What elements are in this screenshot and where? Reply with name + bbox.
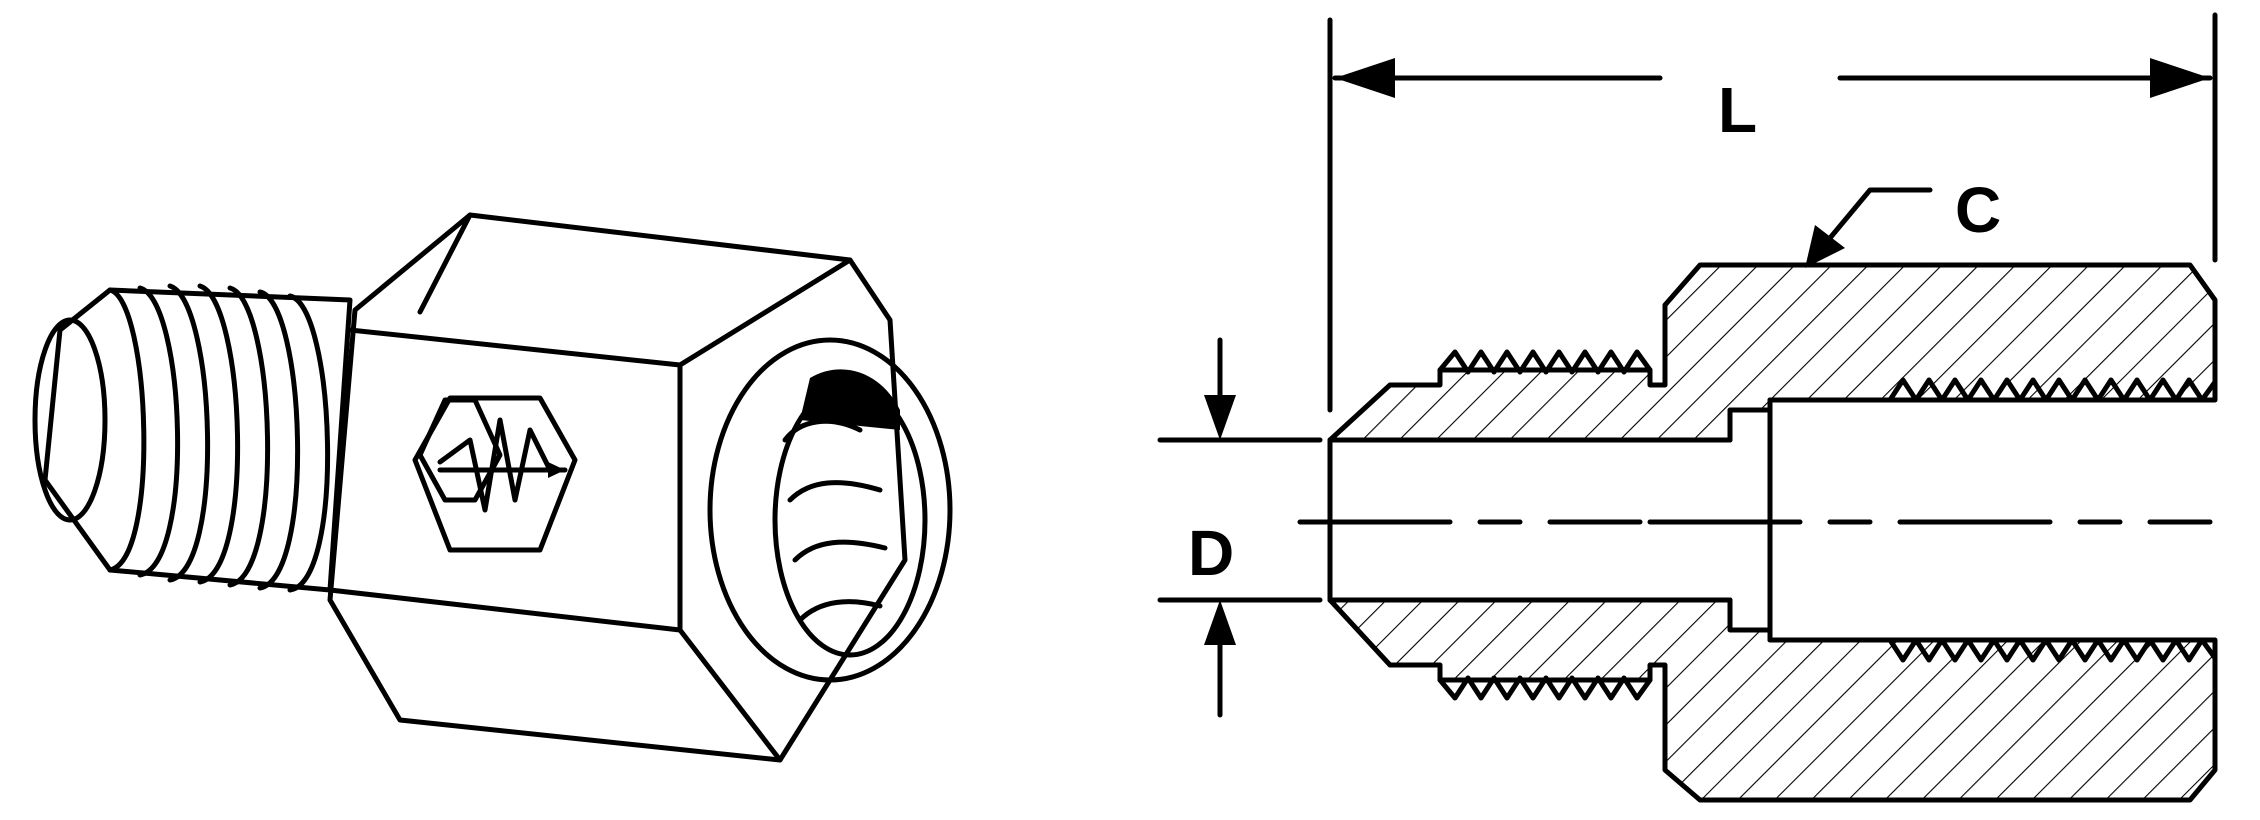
arrow-left-icon [1335,58,1395,98]
arrow-down-icon [1204,395,1236,440]
bore-label: D [1188,517,1234,589]
section-view: L C [1157,12,2218,803]
length-label: L [1718,74,1757,146]
arrow-up-icon [1204,600,1236,645]
bore-dimension: D [1157,337,1323,718]
hex-body [327,212,908,763]
hex-callout: C [1805,174,2001,268]
arrow-right-icon [2150,58,2210,98]
hex-label: C [1955,174,2001,246]
section-lower [1327,597,2218,803]
manufacturer-logo-icon [412,395,578,553]
male-thread-end [32,283,353,593]
length-dimension: L [1332,58,2213,146]
female-bore-opening [707,337,953,683]
leader-arrow-icon [1805,225,1845,268]
isometric-view [32,212,953,763]
section-upper [1327,262,2218,443]
